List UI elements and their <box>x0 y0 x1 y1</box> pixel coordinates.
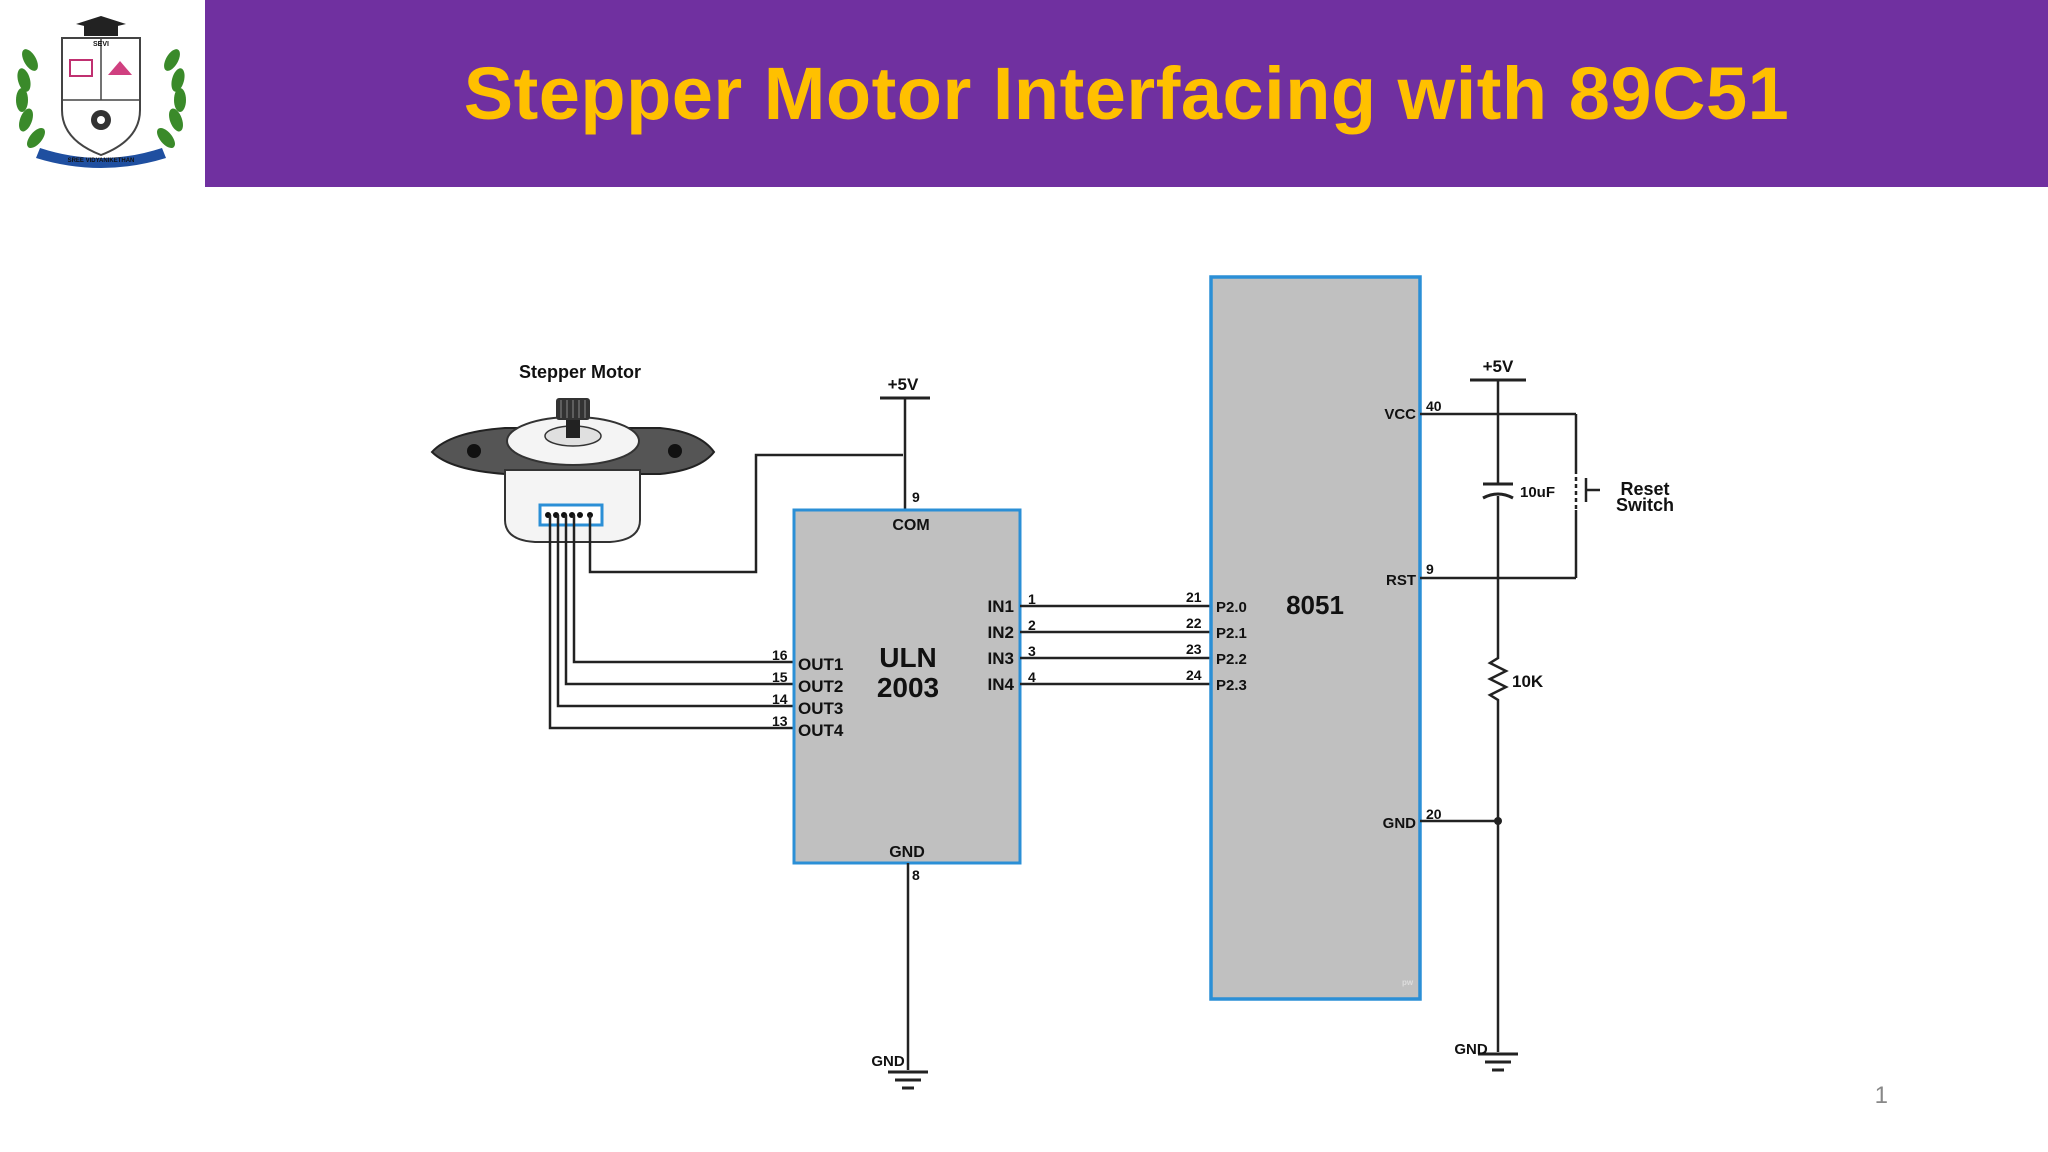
laurel-right-icon <box>157 49 186 148</box>
uln-output-pins: 16 OUT1 15 OUT2 14 OUT3 13 OUT4 <box>772 647 844 740</box>
mcu-gnd-pin: 20 <box>1426 806 1442 822</box>
uln-name-1: ULN <box>879 642 937 673</box>
mcu-ground-symbol <box>1478 1052 1518 1072</box>
mcu-vcc-pin: 40 <box>1426 398 1442 414</box>
uln-in-label-3: IN3 <box>988 649 1014 668</box>
mcu-vcc-supply-label: +5V <box>1483 357 1514 376</box>
uln-gnd-label: GND <box>889 844 925 861</box>
uln-out-label-2: OUT2 <box>798 677 843 696</box>
mcu-port-pin-2: 22 <box>1186 615 1202 631</box>
uln-vcc-label: +5V <box>888 375 919 394</box>
uln-in-pin-1: 1 <box>1028 591 1036 607</box>
uln-in-pin-2: 2 <box>1028 617 1036 633</box>
mcu-port-label-3: P2.2 <box>1216 651 1247 668</box>
resistor-label: 10K <box>1512 672 1544 691</box>
mcu-gnd-label: GND <box>1383 815 1417 832</box>
uln-ground-label: GND <box>871 1053 905 1070</box>
uln-name-2: 2003 <box>877 672 939 703</box>
logo-badge-text: SEVI <box>93 41 109 48</box>
slide-number: 1 <box>1874 1082 1888 1109</box>
uln-out-pin-1: 16 <box>772 647 788 663</box>
mcu-port-pin-1: 21 <box>1186 589 1202 605</box>
mcu-rst-label: RST <box>1386 572 1416 589</box>
mcu-ground-label: GND <box>1454 1041 1488 1058</box>
logo-banner-text: SREE VIDYANIKETHAN <box>68 158 135 164</box>
reset-switch-icon <box>1574 470 1600 510</box>
logo-banner <box>36 148 166 168</box>
laurel-left-icon <box>16 49 45 148</box>
mcu-8051-chip <box>1209 275 1422 1001</box>
uln-ground-symbol <box>888 1070 928 1090</box>
shoe-icon <box>108 61 132 75</box>
uln-in-label-1: IN1 <box>988 597 1014 616</box>
uln-in-pin-4: 4 <box>1028 669 1036 685</box>
mcu-corner-mark: pw <box>1402 978 1414 987</box>
mcu-rst-pin: 9 <box>1426 561 1434 577</box>
mcu-vcc-label: VCC <box>1384 406 1416 423</box>
title-bar: Stepper Motor Interfacing with 89C51 <box>205 0 2048 187</box>
uln-com-label: COM <box>892 517 929 534</box>
uln-out-label-1: OUT1 <box>798 655 843 674</box>
mcu-port-pin-3: 23 <box>1186 641 1202 657</box>
mcu-name: 8051 <box>1286 590 1344 620</box>
mcu-port-pin-4: 24 <box>1186 667 1202 683</box>
control-bus-wires <box>1020 604 1211 686</box>
uln-out-pin-4: 13 <box>772 713 788 729</box>
capacitor-label: 10uF <box>1520 484 1555 501</box>
reset-circuit-wires <box>1420 378 1578 1052</box>
mcu-port-pins: 21 P2.0 22 P2.1 23 P2.2 24 P2.3 <box>1186 589 1247 694</box>
uln-input-pins: IN1 1 IN2 2 IN3 3 IN4 4 <box>988 591 1036 694</box>
uln-gnd-pin: 8 <box>912 867 920 883</box>
motor-wires <box>548 453 903 730</box>
computer-icon <box>69 59 93 77</box>
uln-out-pin-3: 14 <box>772 691 788 707</box>
uln-in-pin-3: 3 <box>1028 643 1036 659</box>
mcu-port-label-1: P2.0 <box>1216 599 1247 616</box>
mcu-port-label-2: P2.1 <box>1216 625 1247 642</box>
uln-out-label-3: OUT3 <box>798 699 843 718</box>
uln2003-chip <box>792 508 1022 865</box>
uln-out-label-4: OUT4 <box>798 721 844 740</box>
uln-com-pin: 9 <box>912 489 920 505</box>
uln-out-pin-2: 15 <box>772 669 788 685</box>
college-logo: SEVI SREE VIDYANIKETHAN <box>0 0 205 190</box>
capacitor-icon <box>1482 482 1514 500</box>
motor-label: Stepper Motor <box>519 362 641 382</box>
switch-label-2: Switch <box>1616 495 1674 515</box>
stepper-motor-icon <box>430 398 716 543</box>
switch-label-1: Reset <box>1620 479 1669 499</box>
mcu-port-label-4: P2.3 <box>1216 677 1247 694</box>
uln-in-label-2: IN2 <box>988 623 1014 642</box>
uln-in-label-4: IN4 <box>988 675 1015 694</box>
slide-title: Stepper Motor Interfacing with 89C51 <box>463 52 1790 135</box>
